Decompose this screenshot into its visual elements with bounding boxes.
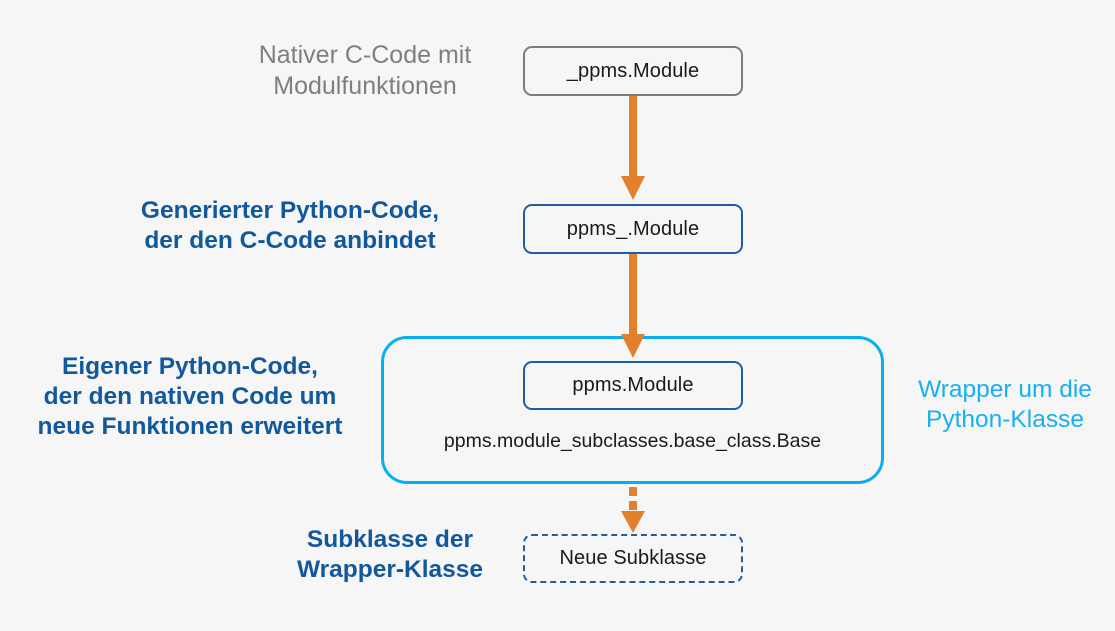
arrow-wrapper-to-subclass	[621, 487, 645, 533]
label-native-c-code: Nativer C-Code mit Modulfunktionen	[258, 41, 472, 100]
label-generated-python-code: Generierter Python-Code, der den C-Code …	[140, 197, 440, 254]
label-wrapper-around-python-class: Wrapper um die Python-Klasse	[918, 376, 1092, 433]
label-own-python-code: Eigener Python-Code, der den nativen Cod…	[37, 353, 343, 440]
node-base-class-label: ppms.module_subclasses.base_class.Base	[443, 430, 822, 452]
node-generated-module: ppms_.Module	[523, 204, 743, 254]
node-new-subclass: Neue Subklasse	[523, 534, 743, 583]
label-subclass-of-wrapper: Subklasse der Wrapper-Klasse	[296, 526, 484, 583]
node-native-module: _ppms.Module	[523, 46, 743, 96]
arrow-native-to-generated	[621, 96, 645, 200]
wrapper-container	[381, 336, 884, 484]
node-wrapper-module: ppms.Module	[523, 361, 743, 410]
